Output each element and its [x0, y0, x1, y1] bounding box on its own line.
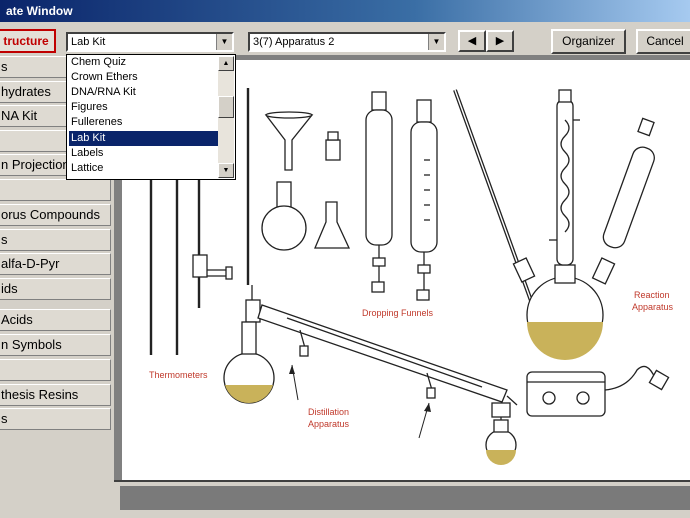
toolbar: tructure Lab Kit ▼ 3(7) Apparatus 2 ▼ ◀ … [0, 22, 690, 58]
distillation-apparatus-icon[interactable] [223, 285, 518, 465]
distillation-label: Distillation [308, 407, 349, 417]
apparatus-select[interactable]: 3(7) Apparatus 2 ▼ [248, 32, 446, 52]
cancel-button[interactable]: Cancel [636, 29, 690, 54]
dropping-funnel-icon[interactable] [365, 91, 393, 293]
reaction-apparatus-icon[interactable] [512, 89, 657, 360]
previous-button[interactable]: ◀ [458, 30, 486, 52]
sidebar-item[interactable]: s [0, 408, 111, 430]
arrow-left-icon: ◀ [467, 35, 477, 47]
thermometers-label: Thermometers [149, 370, 208, 380]
sidebar-item[interactable]: thesis Resins [0, 384, 111, 406]
dropdown-option[interactable]: Lattice [71, 162, 104, 174]
dropdown-option[interactable]: Chem Quiz [71, 56, 127, 68]
apparatus-select-value: 3(7) Apparatus 2 [253, 36, 335, 48]
sidebar-item[interactable]: orus Compounds [0, 204, 111, 226]
reaction-label: Reaction [634, 290, 670, 300]
round-flask-icon[interactable] [261, 181, 307, 251]
dropdown-option[interactable]: Figures [71, 101, 108, 113]
sidebar-item[interactable]: alfa-D-Pyr [0, 253, 111, 275]
sidebar-item[interactable]: n Symbols [0, 334, 111, 356]
reaction-label-line2: Apparatus [632, 302, 674, 312]
sidebar-item[interactable] [0, 179, 111, 201]
sidebar-item[interactable]: s [0, 229, 111, 251]
kit-select[interactable]: Lab Kit ▼ [66, 32, 234, 52]
dropdown-option[interactable]: DNA/RNA Kit [71, 86, 136, 98]
dropping-funnels-label: Dropping Funnels [362, 308, 434, 318]
sidebar-item[interactable] [0, 359, 111, 381]
status-panel [120, 486, 690, 510]
funnel-icon[interactable] [264, 111, 314, 171]
scroll-down-icon[interactable]: ▼ [218, 163, 234, 178]
kit-dropdown-list[interactable]: Chem Quiz Crown Ethers DNA/RNA Kit Figur… [66, 54, 236, 180]
arrow-right-icon: ▶ [495, 35, 505, 47]
scroll-thumb[interactable] [218, 96, 234, 118]
dropdown-option[interactable]: Labels [71, 147, 104, 159]
dropping-funnel-icon[interactable] [410, 99, 438, 301]
dropdown-option[interactable]: Fullerenes [71, 116, 123, 128]
dropdown-scrollbar[interactable]: ▲ ▼ [218, 56, 234, 178]
lab-kit-drawing: Thermometers Distillation Apparatus Drop… [149, 88, 674, 465]
window-title: ate Window [6, 4, 73, 18]
next-button[interactable]: ▶ [486, 30, 514, 52]
status-strip [114, 480, 690, 518]
chevron-down-icon[interactable]: ▼ [428, 34, 444, 50]
title-bar: ate Window [0, 0, 690, 22]
hot-plate-icon[interactable] [526, 365, 670, 417]
dropdown-option[interactable]: Crown Ethers [71, 71, 138, 83]
sidebar-item[interactable]: ids [0, 278, 111, 300]
apparatus-canvas[interactable]: Thermometers Distillation Apparatus Drop… [122, 60, 690, 480]
organizer-button[interactable]: Organizer [551, 29, 626, 54]
scroll-up-icon[interactable]: ▲ [218, 56, 234, 71]
stopper-icon[interactable] [325, 131, 341, 161]
structure-button[interactable]: tructure [0, 29, 56, 53]
kit-select-value: Lab Kit [71, 36, 106, 48]
dropdown-option-selected[interactable]: Lab Kit [69, 131, 219, 146]
distillation-label-line2: Apparatus [308, 419, 350, 429]
chevron-down-icon[interactable]: ▼ [216, 34, 232, 50]
erlenmeyer-flask-icon[interactable] [314, 201, 351, 249]
sidebar-item[interactable]: Acids [0, 309, 111, 331]
